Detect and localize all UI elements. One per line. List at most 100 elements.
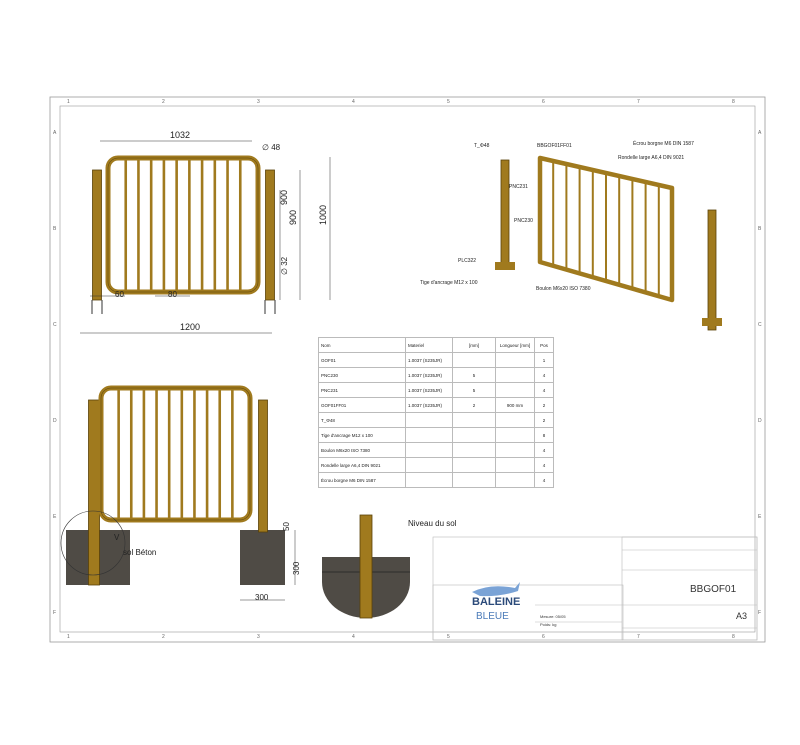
bom-cell	[495, 382, 535, 398]
bom-cell: 4	[534, 367, 554, 383]
column-label: 3	[257, 634, 260, 640]
dim-bar: ∅ 32	[280, 256, 289, 275]
bom-cell: 4	[534, 442, 554, 458]
bom-cell: 1	[534, 352, 554, 368]
bom-cell: Écrou borgne M6 DIN 1587	[318, 472, 406, 488]
post	[258, 399, 268, 533]
bom-cell: 1.0037 (S235JR)	[405, 382, 453, 398]
bom-cell	[452, 412, 496, 428]
sheet-format: A3	[736, 611, 748, 621]
part-label: Boulon M6x20 ISO 7380	[536, 286, 591, 292]
gate-frame-outline	[107, 157, 259, 293]
bom-cell	[495, 352, 535, 368]
detail-circle	[60, 510, 126, 576]
logo-text-2: BLEUE	[476, 611, 509, 622]
bom-cell: GOF01FF01	[318, 397, 406, 413]
dim-50: 50	[282, 522, 291, 531]
bom-cell: 5	[452, 367, 496, 383]
bom-cell	[495, 472, 535, 488]
gate-frame-outline	[100, 387, 251, 521]
column-label: 5	[447, 634, 450, 640]
bom-cell	[495, 457, 535, 473]
label-ground-level: Niveau du sol	[408, 519, 457, 528]
part-label: PLC322	[458, 258, 476, 264]
dim-300-height: 300	[292, 561, 301, 575]
bom-cell: Pos	[534, 337, 554, 353]
bom-cell: 4	[534, 472, 554, 488]
bom-cell: T_Φ48	[318, 412, 406, 428]
gate-views	[60, 140, 758, 641]
column-label: 5	[447, 99, 450, 105]
bom-cell: 2	[534, 397, 554, 413]
post	[92, 169, 102, 301]
bom-cell	[405, 412, 453, 428]
bom-cell: 900 mm	[495, 397, 535, 413]
weight-label: Poids: kg	[540, 622, 557, 627]
bom-cell	[452, 442, 496, 458]
column-label: 6	[542, 634, 545, 640]
bom-cell: Nom	[318, 337, 406, 353]
row-label: A	[53, 130, 57, 136]
column-label: 7	[637, 634, 640, 640]
part-label: Tige d'ancrage M12 x 100	[420, 280, 478, 286]
row-label: B	[53, 226, 57, 232]
post	[88, 399, 100, 586]
gate-frame	[105, 155, 261, 295]
column-label: 8	[732, 634, 735, 640]
part-label: PNC231	[509, 184, 528, 190]
dim-300-width: 300	[255, 593, 269, 602]
bom-cell: Boulon M6x20 ISO 7380	[318, 442, 406, 458]
title-block-cell	[621, 536, 758, 641]
dim-post-offset: 60	[115, 290, 124, 299]
part-label: BBGOF01FF01	[537, 143, 572, 149]
bom-cell: PNC231	[318, 382, 406, 398]
column-label: 7	[637, 99, 640, 105]
column-label: 8	[732, 99, 735, 105]
column-label: 6	[542, 99, 545, 105]
bom-cell: 2	[452, 397, 496, 413]
dim-width-top: 1032	[170, 130, 190, 140]
logo-text-1: BALEINE	[472, 596, 521, 608]
bom-cell	[405, 427, 453, 443]
bom-cell: Rondelle large A6,4 DIN 9021	[318, 457, 406, 473]
bom-cell	[495, 367, 535, 383]
dim-height-inner: 900	[288, 210, 298, 225]
row-label: B	[758, 226, 762, 232]
row-label: A	[758, 130, 762, 136]
bom-cell: [mm]	[452, 337, 496, 353]
bom-row: Boulon M6x20 ISO 7380 4	[318, 442, 554, 458]
bom-cell	[495, 442, 535, 458]
label-v: V	[114, 533, 120, 542]
bom-cell: 5	[452, 382, 496, 398]
bom-cell: Longueur [mm]	[495, 337, 535, 353]
dim-width-total: 1200	[180, 322, 200, 332]
bom-cell	[495, 427, 535, 443]
part-label: Écrou borgne M6 DIN 1587	[633, 140, 694, 147]
row-label: E	[758, 514, 762, 520]
row-label: F	[758, 610, 761, 616]
bom-cell	[495, 412, 535, 428]
drawing-number: BBGOF01	[690, 584, 737, 595]
bom-cell: 1.0037 (S235JR)	[405, 397, 453, 413]
bom-cell: 4	[534, 382, 554, 398]
gate-frame-iso	[537, 155, 675, 303]
bom-cell	[452, 427, 496, 443]
scale-label: Mesure: 05/05	[540, 614, 566, 619]
label-concrete: sol Béton	[123, 548, 156, 557]
dim-spacing: 80	[168, 290, 177, 299]
inner-frame	[59, 105, 756, 633]
base-plate	[495, 262, 515, 270]
column-label: 2	[162, 634, 165, 640]
gate-frame	[98, 385, 253, 523]
row-label: F	[53, 610, 56, 616]
